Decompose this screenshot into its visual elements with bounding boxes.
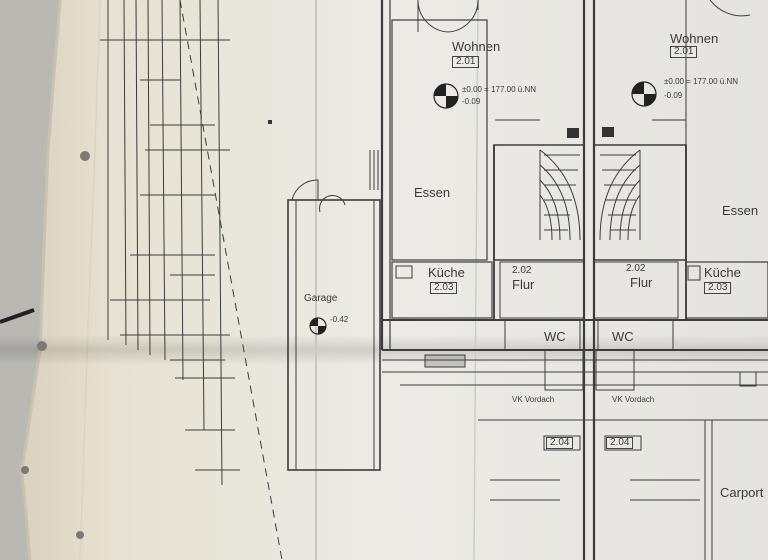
paper-sheet xyxy=(22,0,768,560)
left-kueche-label: Küche xyxy=(428,265,465,280)
right-flur-label: Flur xyxy=(630,275,653,290)
right-wohnen-number: 2.01 xyxy=(670,46,698,58)
right-kueche-number: 2.03 xyxy=(704,282,732,294)
left-flur-label: Flur xyxy=(512,277,535,292)
right-vordach-label: VK Vordach xyxy=(612,395,655,404)
right-level-text: ±0.00 = 177.00 ü.NN xyxy=(664,77,738,86)
right-wc-label: WC xyxy=(612,329,634,344)
right-flur-number: 2.02 xyxy=(626,263,646,274)
left-wohnen-label: Wohnen xyxy=(452,39,501,54)
left-level-text: ±0.00 = 177.00 ü.NN xyxy=(462,85,536,94)
garage-level: -0.42 xyxy=(330,315,349,324)
left-vordach-number: 2.04 xyxy=(546,437,574,449)
level-marker-left xyxy=(433,83,459,109)
left-vordach-label: VK Vordach xyxy=(512,395,555,404)
right-carport-label: Carport xyxy=(720,485,764,500)
right-wohnen-label: Wohnen xyxy=(670,31,719,46)
left-essen-label: Essen xyxy=(414,185,451,200)
right-essen-label: Essen xyxy=(722,203,759,218)
right-vordach-number: 2.04 xyxy=(606,437,634,449)
left-wohnen-number: 2.01 xyxy=(452,56,480,68)
level-marker-right xyxy=(631,81,657,107)
left-flur-number: 2.02 xyxy=(512,265,532,276)
garage-label: Garage xyxy=(304,293,338,304)
right-kueche-label: Küche xyxy=(704,265,741,280)
left-wc-label: WC xyxy=(544,329,566,344)
left-kueche-number: 2.03 xyxy=(430,282,458,294)
right-level-sub: -0.09 xyxy=(664,91,683,100)
left-level-sub: -0.09 xyxy=(462,97,481,106)
level-marker-garage xyxy=(309,317,327,335)
